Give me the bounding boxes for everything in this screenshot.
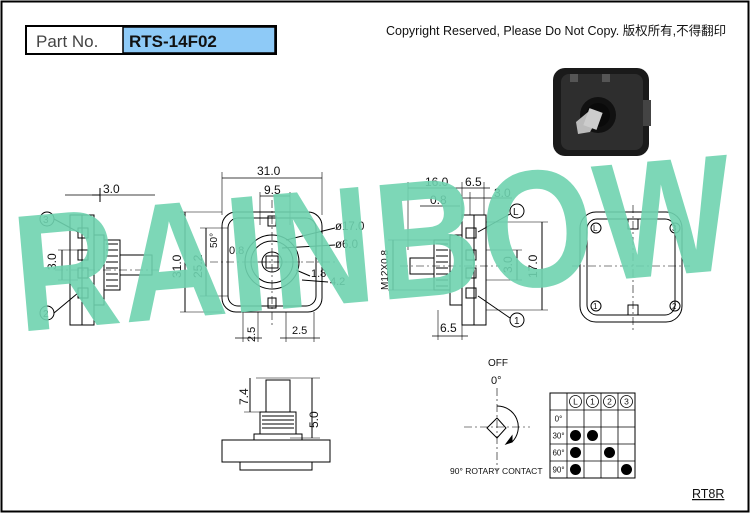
product-photo (553, 68, 651, 156)
right-dim-08: 0.8 (430, 193, 447, 207)
front-view (180, 172, 336, 342)
part-number-cell (122, 26, 276, 54)
right-dim-30-mid: 3.0 (501, 256, 515, 273)
shaft-dim-74: 7.4 (237, 388, 251, 405)
part-number-label: Part No. (36, 32, 98, 51)
row-angle-label: 90° (552, 466, 564, 475)
rotary-caption: 90° ROTARY CONTACT (450, 466, 543, 476)
contact-dot (621, 464, 632, 475)
front-dim-d1: 1.8 (311, 268, 326, 280)
right-dim-16: 16.0 (425, 175, 449, 189)
column-header-circle (569, 395, 582, 408)
right-dim-170: 17.0 (526, 254, 540, 278)
contact-dot (587, 430, 598, 441)
contact-dot (570, 464, 581, 475)
right-terminal-1: 1 (514, 316, 520, 327)
column-header-label: 1 (590, 397, 595, 407)
back-terminal-l: L (593, 224, 598, 233)
front-dim-dia-outer: ø17.0 (335, 221, 364, 233)
row-angle-label: 0° (555, 415, 563, 424)
row-angle-label: 60° (552, 449, 564, 458)
front-dim-hole: 0.8 (229, 245, 244, 257)
front-dim-bottom-a: 2.5 (246, 327, 258, 342)
rotary-zero-label: 0° (491, 375, 502, 387)
column-header-circle (620, 395, 633, 408)
rainbow-watermark: RAINBOW (6, 120, 742, 368)
front-dim-d2: 4.2 (330, 276, 345, 288)
back-terminal-3: 3 (672, 224, 677, 233)
right-dim-thread: M12X0.8 (380, 250, 391, 290)
contact-dot (570, 447, 581, 458)
right-terminal-l: L (513, 207, 519, 218)
row-angle-label: 30° (552, 432, 564, 441)
back-terminal-2: 2 (672, 302, 677, 311)
front-dim-width: 31.0 (257, 164, 281, 178)
right-side-view (388, 182, 548, 340)
left-dim-top: 3.0 (103, 182, 120, 196)
right-dim-65-top: 6.5 (465, 175, 482, 189)
copyright-notice: Copyright Reserved, Please Do Not Copy. … (386, 23, 726, 38)
contact-dot (570, 430, 581, 441)
drawing-code: RT8R (692, 487, 724, 501)
rotary-diagram (464, 388, 530, 470)
title-block: Part No. RTS-14F02 (25, 25, 277, 55)
shaft-view (221, 377, 331, 471)
column-header-circle (603, 395, 616, 408)
column-header-label: 2 (607, 397, 612, 407)
front-dim-pitch: 9.5 (264, 183, 281, 197)
contact-dot (604, 447, 615, 458)
column-header-label: L (573, 397, 578, 407)
column-header-label: 3 (624, 397, 629, 407)
front-dim-bottom-b: 2.5 (292, 325, 307, 337)
left-terminal-2: 2 (43, 309, 49, 320)
rotary-off-label: OFF (488, 358, 508, 369)
front-dim-dia-inner: ø6.0 (335, 239, 358, 251)
left-terminal-3: 3 (43, 215, 49, 226)
front-dim-height: 31.0 (170, 254, 184, 278)
left-side-view (39, 188, 160, 326)
left-dim-mid: 3.0 (45, 253, 59, 270)
part-number-value: RTS-14F02 (129, 32, 217, 51)
front-dim-inner: 25.2 (191, 254, 205, 278)
front-dim-angle: 50° (209, 233, 220, 248)
back-terminal-1: 1 (593, 302, 598, 311)
right-dim-65-bottom: 6.5 (440, 321, 457, 335)
back-view (572, 205, 690, 330)
shaft-dim-50: 5.0 (307, 411, 321, 428)
right-dim-30-top: 3.0 (494, 186, 511, 200)
column-header-circle (586, 395, 599, 408)
